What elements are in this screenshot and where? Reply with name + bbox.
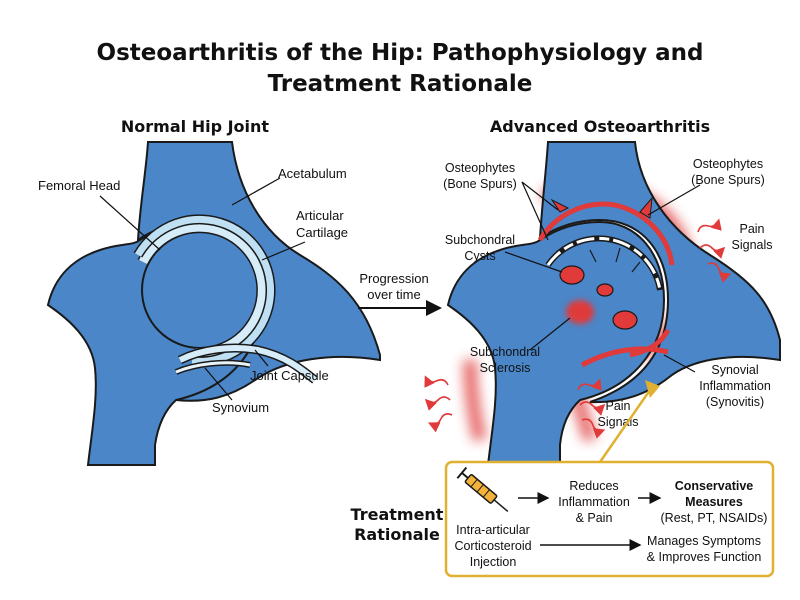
conservative-label-3: (Rest, PT, NSAIDs): [661, 511, 768, 525]
conservative-label-1: Conservative: [675, 479, 754, 493]
label-cysts-2: Cysts: [464, 249, 495, 263]
label-synovium: Synovium: [212, 400, 269, 415]
normal-hip-illustration: [46, 141, 381, 466]
label-joint-capsule: Joint Capsule: [250, 368, 329, 383]
reduces-label-3: & Pain: [576, 511, 613, 525]
label-pain-bottom-1: Pain: [605, 399, 630, 413]
treatment-target-arrow: [598, 389, 652, 463]
label-pain-top-1: Pain: [739, 222, 764, 236]
manages-label-2: & Improves Function: [647, 550, 762, 564]
label-synovial-1: Synovial: [711, 363, 758, 377]
advanced-oa-heading: Advanced Osteoarthritis: [490, 117, 710, 136]
label-synovial-2: Inflammation: [699, 379, 771, 393]
injection-label-1: Intra-articular: [456, 523, 530, 537]
pain-signals-bottom: [577, 378, 606, 439]
progression-label-1: Progression: [359, 271, 428, 286]
reduces-label-2: Inflammation: [558, 495, 630, 509]
advanced-femur-bone: [446, 220, 666, 465]
title-line-2: Treatment Rationale: [268, 71, 533, 97]
label-osteo-left-2: (Bone Spurs): [443, 177, 517, 191]
label-osteo-right-1: Osteophytes: [693, 157, 763, 171]
treatment-heading-2: Rationale: [354, 525, 440, 544]
label-sclerosis-1: Subchondral: [470, 345, 540, 359]
label-sclerosis-2: Sclerosis: [480, 361, 531, 375]
pain-signals-top: [697, 218, 732, 283]
label-acetabulum: Acetabulum: [278, 166, 347, 181]
injection-label-3: Injection: [470, 555, 517, 569]
progression-label-2: over time: [367, 287, 420, 302]
title-line-1: Osteoarthritis of the Hip: Pathophysiolo…: [97, 40, 704, 66]
treatment-heading-1: Treatment: [351, 505, 444, 524]
label-cysts-1: Subchondral: [445, 233, 515, 247]
label-osteo-left-1: Osteophytes: [445, 161, 515, 175]
synovitis: [580, 346, 669, 368]
normal-hip-heading: Normal Hip Joint: [121, 117, 270, 136]
label-synovial-3: (Synovitis): [706, 395, 764, 409]
pain-signals-left: [424, 375, 453, 433]
subchondral-cyst: [596, 283, 614, 297]
manages-label-1: Manages Symptoms: [647, 534, 761, 548]
reduces-label-1: Reduces: [569, 479, 618, 493]
label-pain-bottom-2: Signals: [598, 415, 639, 429]
treatment-box: [444, 460, 775, 578]
injection-label-2: Corticosteroid: [454, 539, 531, 553]
label-osteo-right-2: (Bone Spurs): [691, 173, 765, 187]
label-pain-top-2: Signals: [732, 238, 773, 252]
syringe-icon: [456, 466, 509, 512]
subchondral-cyst: [612, 310, 638, 330]
osteophyte-rim: [537, 201, 675, 266]
advanced-hip-illustration: [446, 141, 781, 465]
subchondral-cyst: [559, 265, 585, 285]
subchondral-sclerosis: [566, 300, 594, 324]
label-articular-1: Articular: [296, 208, 344, 223]
label-articular-2: Cartilage: [296, 225, 348, 240]
advanced-acetabulum-bone: [538, 141, 781, 404]
label-femoral-head: Femoral Head: [38, 178, 120, 193]
conservative-label-2: Measures: [685, 495, 743, 509]
